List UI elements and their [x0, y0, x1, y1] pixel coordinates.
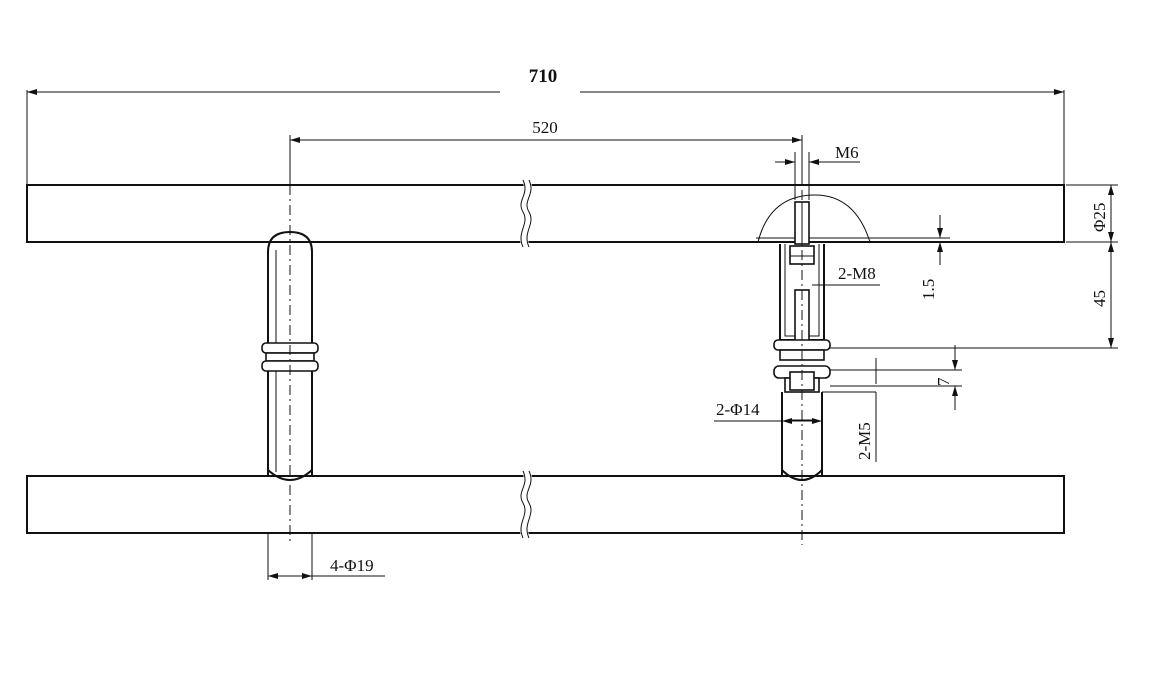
- dim-7: 7: [830, 345, 962, 410]
- standoff-dimension: 45: [830, 242, 1118, 349]
- standoff-label: 45: [1090, 290, 1109, 307]
- bottom-bar: [26, 469, 1065, 540]
- left-post: [261, 185, 319, 545]
- gap-dimension: 1.5: [870, 215, 950, 300]
- m6-label: M6: [835, 143, 859, 162]
- post-diameter-label: 4-Φ19: [330, 556, 374, 575]
- overall-length-dimension: 710: [26, 66, 1065, 185]
- dim-7-label: 7: [934, 377, 953, 386]
- dia-14-dimension: 2-Φ14: [714, 400, 822, 424]
- center-distance-label: 520: [532, 118, 558, 137]
- right-post-section: [756, 150, 872, 545]
- m5-leader: 2-M5: [822, 391, 877, 462]
- post-diameter-dimension: 4-Φ19: [267, 533, 385, 580]
- m8-leader: 2-M8: [812, 264, 880, 286]
- bar-diameter-dimension: Φ25: [1066, 184, 1118, 243]
- overall-length-label: 710: [529, 66, 558, 87]
- center-distance-dimension: 520: [289, 118, 803, 185]
- m8-label: 2-M8: [838, 264, 876, 283]
- dia-14-label: 2-Φ14: [716, 400, 760, 419]
- m6-dimension: M6: [775, 143, 860, 200]
- gap-label: 1.5: [919, 279, 938, 300]
- bar-diameter-label: Φ25: [1090, 203, 1109, 232]
- top-bar: [26, 178, 1065, 249]
- m5-label: 2-M5: [855, 422, 874, 460]
